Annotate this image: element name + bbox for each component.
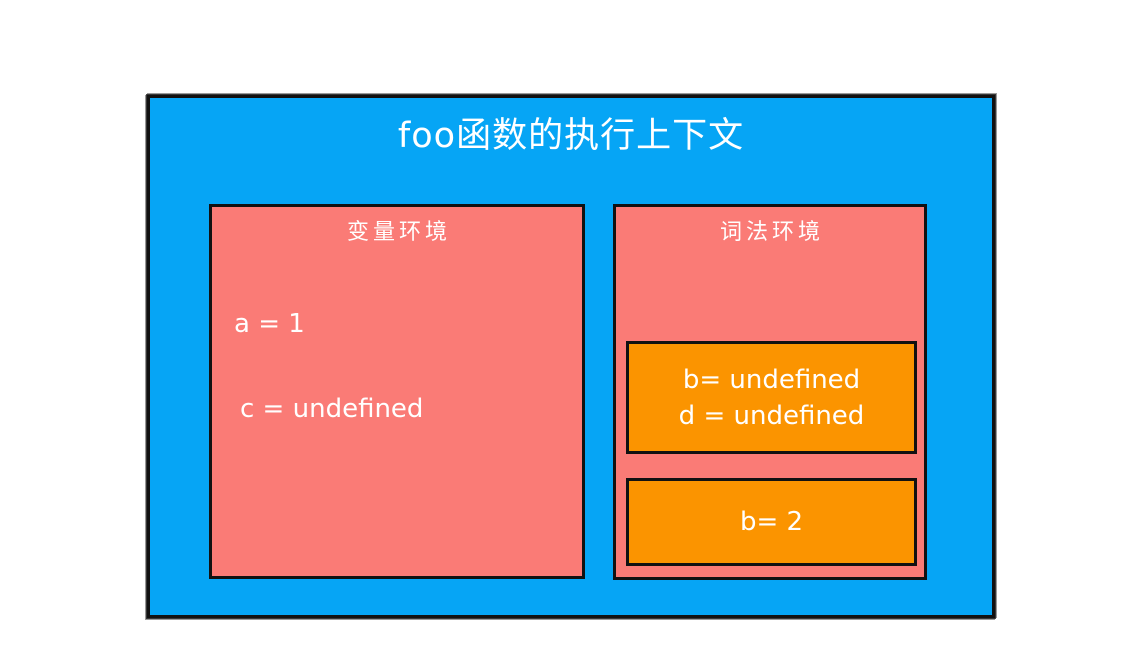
binding-box: b= 2 [626,478,917,566]
variable-environment-panel: 变量环境 a = 1 c = undefined [209,204,585,579]
execution-context-frame: foo函数的执行上下文 变量环境 a = 1 c = undefined 词法环… [147,95,995,618]
variable-entry: a = 1 [234,309,305,339]
binding-entry: d = undefined [678,400,865,431]
binding-entry: b= undefined [682,364,861,395]
lexical-environment-title: 词法环境 [719,220,824,245]
binding-box: b= undefined d = undefined [626,341,917,454]
variable-entry: c = undefined [240,394,424,424]
variable-environment-list: a = 1 c = undefined [234,307,572,426]
variable-environment-title: 变量环境 [346,220,451,245]
execution-context-title: foo函数的执行上下文 [397,116,745,156]
lexical-environment-panel: 词法环境 b= undefined d = undefined b= 2 [613,204,927,580]
binding-entry: b= 2 [739,507,804,537]
